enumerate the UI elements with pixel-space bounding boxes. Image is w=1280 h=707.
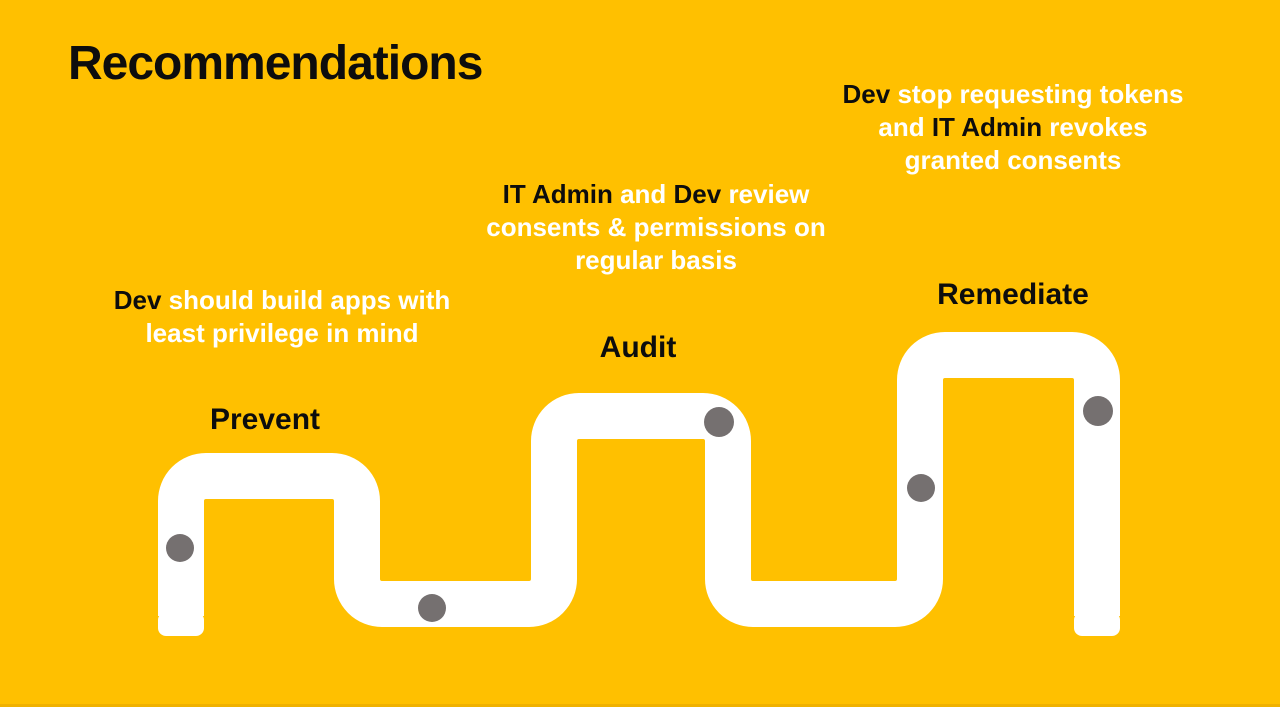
milestone-dot-2 xyxy=(418,594,446,622)
road-end-cap-right xyxy=(1074,612,1120,636)
bottom-edge-strip xyxy=(0,704,1280,707)
milestone-dot-4 xyxy=(907,474,935,502)
milestone-dot-1 xyxy=(166,534,194,562)
road-end-cap-left xyxy=(158,612,204,636)
stage-label-audit: Audit xyxy=(599,331,677,364)
milestone-dot-3 xyxy=(704,407,734,437)
road-path xyxy=(158,332,1120,627)
stage-label-prevent: Prevent xyxy=(209,403,321,436)
milestone-dot-5 xyxy=(1083,396,1113,426)
page-title: Recommendations xyxy=(68,37,483,90)
stage-label-remediate: Remediate xyxy=(937,278,1089,311)
